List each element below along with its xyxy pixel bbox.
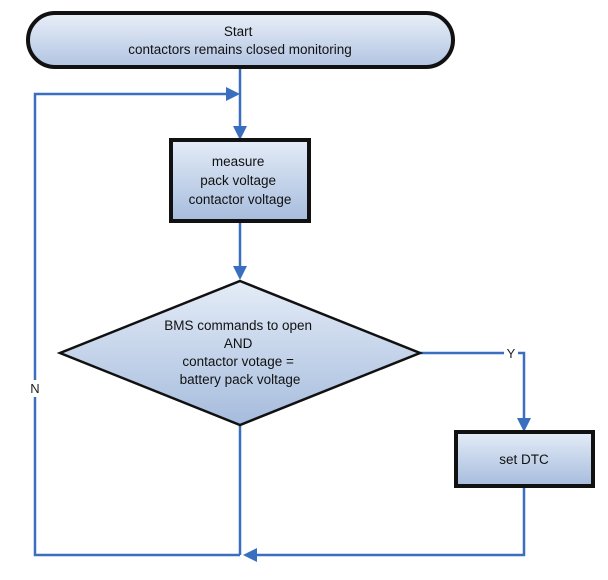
arrowhead-loop-back <box>226 87 240 101</box>
no-label-bg <box>27 380 43 397</box>
decision-label-line-3: contactor votage = <box>182 354 294 369</box>
measure-label-line-3: contactor voltage <box>189 192 292 207</box>
edge-decision-yes <box>420 351 526 420</box>
arrowhead-decision-yes <box>517 418 531 432</box>
decision-label: BMS commands to open AND contactor votag… <box>164 318 316 387</box>
arrowhead-start-to-measure <box>233 126 247 140</box>
arrowhead-merge <box>243 548 257 562</box>
node-measure: measure pack voltage contactor voltage <box>169 138 311 223</box>
no-label: N <box>30 381 39 396</box>
decision-label-line-1: BMS commands to open <box>164 318 312 333</box>
node-start: Start contactors remains closed monitori… <box>26 11 455 69</box>
node-decision: BMS commands to open AND contactor votag… <box>56 279 424 427</box>
set-dtc-label-line-1: set DTC <box>499 452 549 467</box>
measure-process-shape <box>169 138 311 223</box>
set-dtc-process-shape <box>454 430 595 488</box>
decision-diamond-shape <box>56 279 424 427</box>
yes-label: Y <box>507 346 516 361</box>
measure-label: measure pack voltage contactor voltage <box>189 154 292 207</box>
measure-label-line-1: measure <box>212 154 265 169</box>
measure-label-line-2: pack voltage <box>200 173 276 188</box>
connectors: Y N <box>27 68 531 562</box>
decision-label-line-2: AND <box>224 336 253 351</box>
arrowhead-measure-to-decision <box>233 266 247 280</box>
node-set-dtc: set DTC <box>454 430 595 488</box>
edge-loop-back <box>33 92 240 557</box>
decision-label-line-4: battery pack voltage <box>180 372 301 387</box>
start-label-line-2: contactors remains closed monitoring <box>128 42 352 57</box>
start-label: Start contactors remains closed monitori… <box>128 24 352 57</box>
start-terminator-shape <box>26 11 455 69</box>
set-dtc-label: set DTC <box>499 452 549 467</box>
start-label-line-1: Start <box>224 24 253 39</box>
edge-dtc-to-merge <box>255 487 526 557</box>
yes-label-bg <box>504 344 518 361</box>
